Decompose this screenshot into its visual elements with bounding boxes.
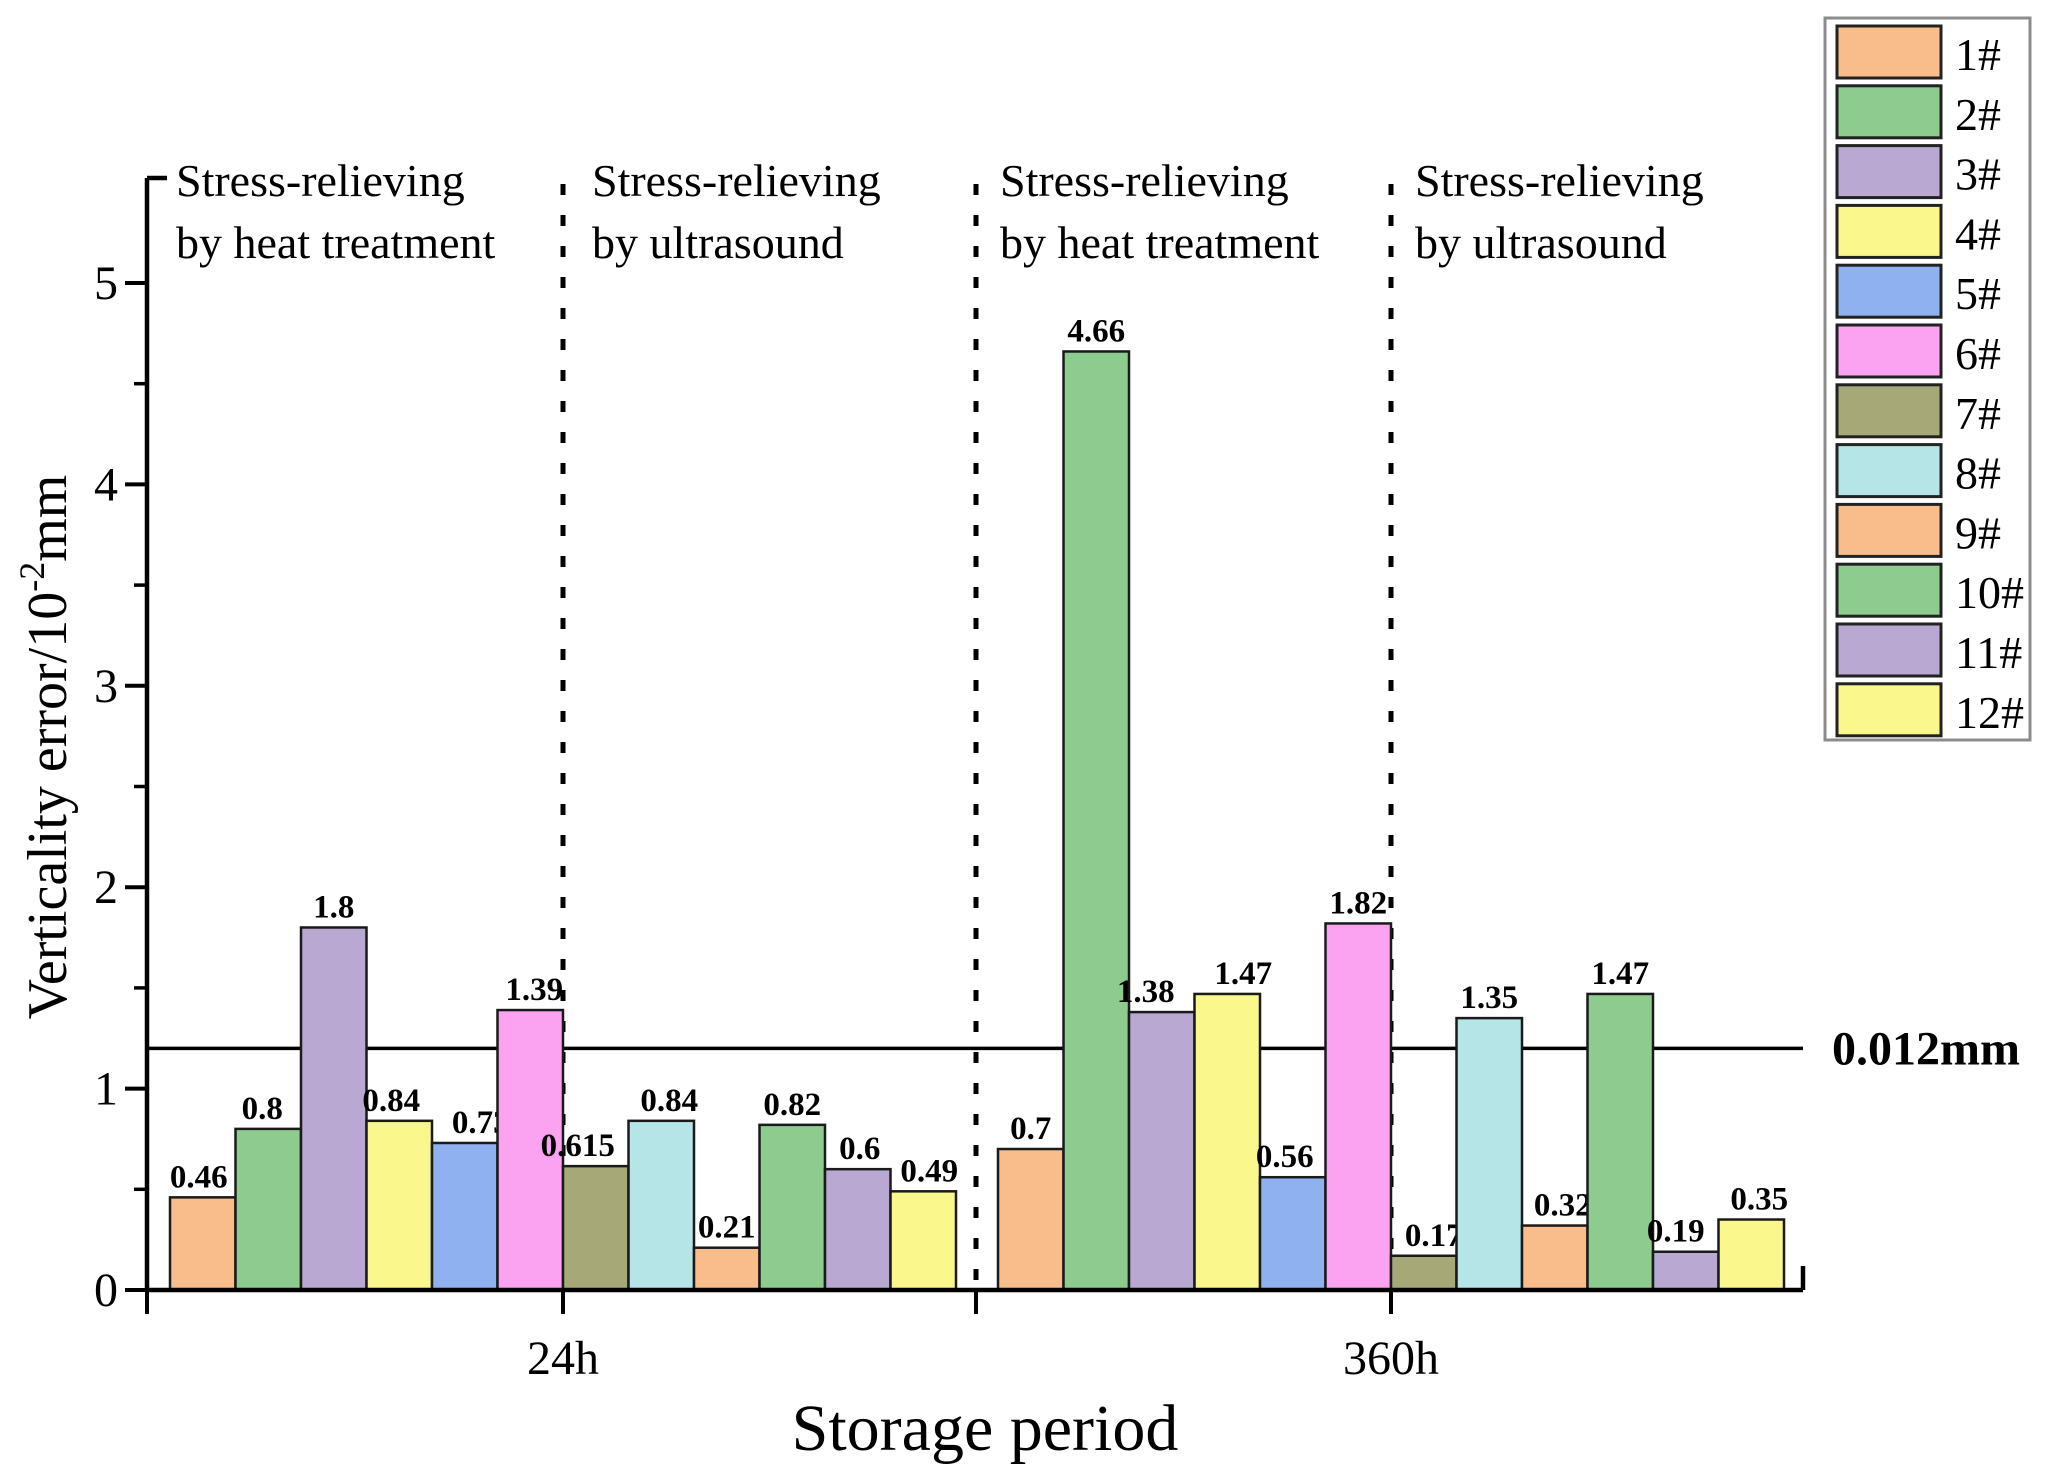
bar-360h-12#: [1717, 1218, 1786, 1292]
legend-label-8#: 8#: [1955, 448, 2001, 499]
y-tick-label-1: 1: [94, 1063, 118, 1116]
legend-swatch-1#: [1835, 24, 1943, 80]
bar-360h-1#: [996, 1147, 1065, 1292]
bar-360h-11#: [1651, 1250, 1720, 1292]
bar-value-label-360h-9#: 0.32: [1534, 1188, 1592, 1224]
bar-360h-3#: [1127, 1010, 1196, 1292]
legend-label-3#: 3#: [1955, 149, 2001, 200]
x-axis-title: Storage period: [792, 1392, 1179, 1465]
bar-value-label-24h-12#: 0.49: [900, 1153, 958, 1189]
bar-value-label-360h-11#: 0.19: [1647, 1214, 1705, 1250]
bar-value-label-24h-4#: 0.84: [362, 1083, 420, 1119]
legend-swatch-7#: [1835, 383, 1943, 439]
bar-value-label-360h-6#: 1.82: [1329, 885, 1387, 921]
section-annotation-line2: by ultrasound: [592, 217, 844, 268]
section-annotation-line1: Stress-relieving: [1415, 155, 1704, 206]
bar-24h-7#: [561, 1164, 630, 1292]
bar-value-label-24h-11#: 0.6: [839, 1131, 880, 1167]
legend-swatch-11#: [1835, 622, 1943, 678]
legend-label-4#: 4#: [1955, 208, 2001, 259]
bar-360h-8#: [1455, 1016, 1524, 1292]
section-annotation-4: Stress-relieving by ultrasound: [1415, 155, 1704, 268]
bar-24h-9#: [692, 1246, 761, 1292]
legend-label-5#: 5#: [1955, 268, 2001, 319]
bar-360h-10#: [1586, 992, 1655, 1292]
bar-value-label-360h-5#: 0.56: [1256, 1139, 1314, 1175]
bar-24h-3#: [299, 926, 368, 1292]
legend-label-10#: 10#: [1955, 567, 2024, 618]
y-tick-label-2: 2: [94, 861, 118, 914]
bar-value-label-24h-1#: 0.46: [170, 1159, 228, 1195]
section-annotation-2: Stress-relieving by ultrasound: [592, 155, 881, 268]
legend-label-12#: 12#: [1955, 687, 2024, 738]
threshold-label: 0.012mm: [1832, 1022, 2020, 1075]
bar-value-label-24h-2#: 0.8: [242, 1091, 283, 1127]
bar-360h-4#: [1193, 992, 1262, 1292]
bar-value-label-360h-8#: 1.35: [1460, 980, 1518, 1016]
y-axis-title: Verticality error/10-2mm: [12, 475, 79, 1020]
legend-swatch-5#: [1835, 263, 1943, 319]
bar-360h-6#: [1324, 922, 1393, 1292]
bar-24h-6#: [496, 1008, 565, 1292]
x-tick-label-24h: 24h: [527, 1332, 599, 1385]
legend-swatch-9#: [1835, 502, 1943, 558]
y-tick-label-4: 4: [94, 458, 118, 511]
legend-label-11#: 11#: [1955, 627, 2022, 678]
x-tick-label-360h: 360h: [1343, 1332, 1439, 1385]
bar-24h-12#: [889, 1190, 958, 1292]
bar-24h-8#: [627, 1119, 696, 1292]
bar-value-label-24h-8#: 0.84: [640, 1083, 698, 1119]
section-annotation-1: Stress-relieving by heat treatment: [176, 155, 496, 268]
bar-value-label-360h-1#: 0.7: [1010, 1111, 1051, 1147]
bar-value-label-360h-3#: 1.38: [1117, 974, 1175, 1010]
bar-24h-4#: [365, 1119, 434, 1292]
bar-360h-9#: [1520, 1224, 1589, 1292]
bar-value-label-360h-7#: 0.17: [1405, 1218, 1463, 1254]
legend-swatch-8#: [1835, 443, 1943, 499]
legend-swatch-3#: [1835, 144, 1943, 200]
section-annotation-line2: by ultrasound: [1415, 217, 1667, 268]
legend-label-9#: 9#: [1955, 507, 2001, 558]
section-annotation-line1: Stress-relieving: [592, 155, 881, 206]
bar-360h-7#: [1389, 1254, 1458, 1292]
bar-24h-5#: [430, 1141, 499, 1292]
bar-value-label-360h-2#: 4.66: [1067, 313, 1125, 349]
bar-value-label-24h-3#: 1.8: [313, 889, 354, 925]
legend-swatch-6#: [1835, 323, 1943, 379]
bar-value-label-24h-6#: 1.39: [505, 972, 563, 1008]
section-annotation-line1: Stress-relieving: [176, 155, 465, 206]
legend-label-6#: 6#: [1955, 328, 2001, 379]
section-annotation-line2: by heat treatment: [176, 217, 496, 268]
legend-swatch-10#: [1835, 562, 1943, 618]
section-annotation-line2: by heat treatment: [1000, 217, 1320, 268]
bar-value-label-24h-9#: 0.21: [698, 1210, 756, 1246]
bar-24h-2#: [234, 1127, 303, 1292]
bar-360h-2#: [1062, 350, 1131, 1292]
bar-value-label-24h-10#: 0.82: [763, 1087, 821, 1123]
legend-swatch-4#: [1835, 203, 1943, 259]
bar-value-label-360h-4#: 1.47: [1214, 956, 1272, 992]
bar-value-label-360h-10#: 1.47: [1591, 956, 1649, 992]
bar-24h-10#: [758, 1123, 827, 1292]
bar-360h-5#: [1258, 1175, 1327, 1292]
y-tick-label-3: 3: [94, 660, 118, 713]
y-tick-label-0: 0: [94, 1264, 118, 1317]
legend-swatch-2#: [1835, 84, 1943, 140]
section-annotation-3: Stress-relieving by heat treatment: [1000, 155, 1320, 268]
bar-24h-1#: [168, 1196, 237, 1292]
legend-swatch-12#: [1835, 682, 1943, 738]
bar-24h-11#: [823, 1167, 892, 1292]
section-annotation-line1: Stress-relieving: [1000, 155, 1289, 206]
bar-value-label-24h-7#: 0.615: [541, 1128, 615, 1164]
legend-label-1#: 1#: [1955, 29, 2001, 80]
legend-label-2#: 2#: [1955, 89, 2001, 140]
y-tick-label-5: 5: [94, 257, 118, 310]
bar-value-label-360h-12#: 0.35: [1730, 1182, 1788, 1218]
legend-label-7#: 7#: [1955, 388, 2001, 439]
